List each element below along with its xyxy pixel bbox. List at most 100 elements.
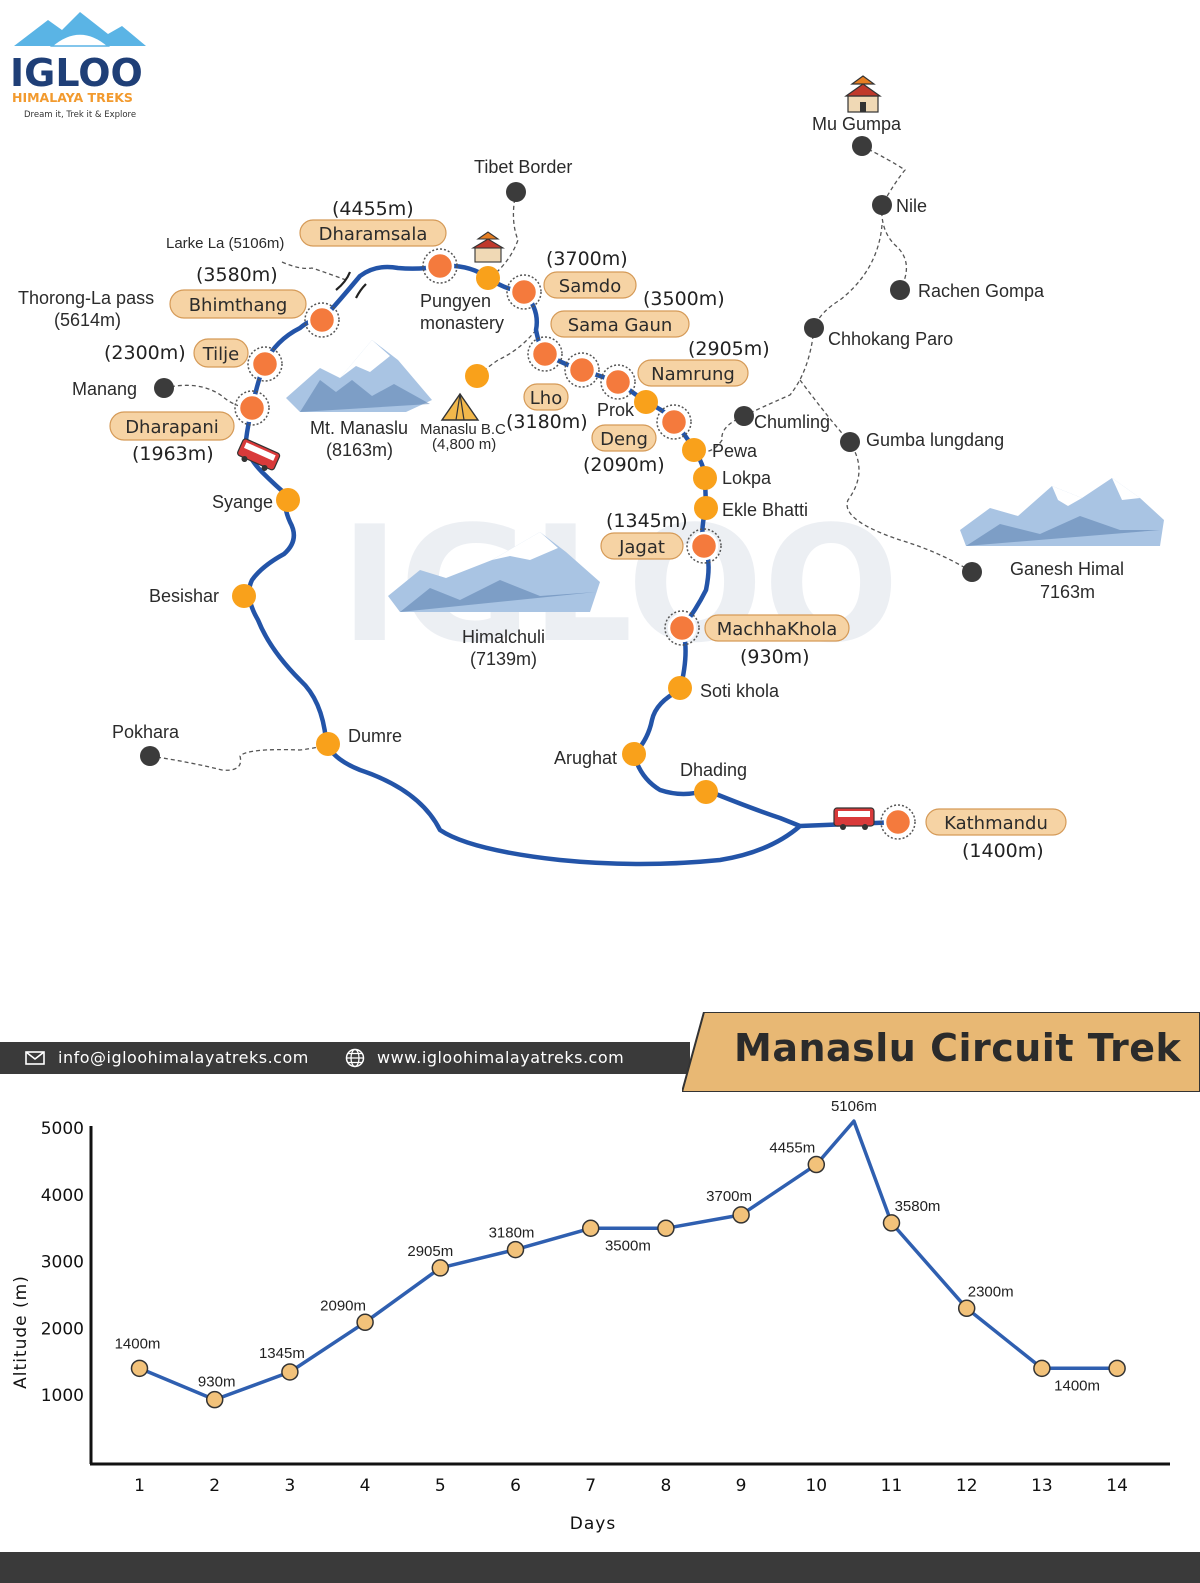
logo-tagline: Dream it, Trek it & Explore — [24, 110, 136, 120]
altitude-point-label: 3580m — [895, 1198, 941, 1215]
x-tick-label: 14 — [1106, 1476, 1128, 1496]
trail-tibet — [489, 191, 519, 279]
label-manang: Manang — [72, 379, 137, 399]
trail-chhokang — [813, 224, 883, 329]
altitude-point[interactable] — [882, 1214, 901, 1232]
stop-chhokang-paro[interactable] — [804, 318, 824, 338]
stop-ekle-bhatti[interactable] — [694, 496, 718, 520]
stop-pungyen[interactable] — [476, 266, 500, 290]
stop-syange[interactable] — [276, 488, 300, 512]
stop-lokpa[interactable] — [693, 466, 717, 490]
altitude-point[interactable] — [1033, 1359, 1051, 1378]
label-mt-manaslu-alt: (8163m) — [326, 440, 393, 460]
stop-dhading[interactable] — [694, 780, 718, 804]
stop-pewa[interactable] — [682, 438, 706, 462]
tent-icon — [440, 392, 480, 421]
y-axis-label: Altitude (m) — [11, 1275, 31, 1389]
altitude-point[interactable] — [581, 1219, 600, 1237]
stop-jagat[interactable] — [686, 528, 722, 564]
x-tick-label: 13 — [1031, 1476, 1053, 1496]
stop-bhimthang[interactable] — [304, 302, 340, 338]
altitude-point[interactable] — [807, 1155, 826, 1174]
altitude-point[interactable] — [506, 1240, 525, 1259]
altitude-point-label: 1400m — [115, 1335, 161, 1352]
altitude-point[interactable] — [281, 1363, 299, 1381]
website-link[interactable]: www.igloohimalayatreks.com — [377, 1048, 625, 1067]
svg-text:Samdo: Samdo — [559, 276, 621, 297]
label-nile: Nile — [896, 196, 927, 216]
stop-tilje[interactable] — [247, 346, 283, 382]
altitude-point[interactable] — [356, 1313, 374, 1332]
stop-manang[interactable] — [154, 378, 174, 398]
logo-text: IGLOO — [10, 51, 143, 95]
y-tick-label: 2000 — [41, 1319, 84, 1339]
altitude-point[interactable] — [431, 1259, 450, 1277]
altitude-point[interactable] — [1108, 1359, 1126, 1378]
x-tick-label: 7 — [585, 1476, 596, 1496]
altitude-point[interactable] — [657, 1219, 675, 1237]
trail-chumling — [743, 327, 815, 417]
stop-base-camp[interactable] — [465, 364, 489, 388]
label-ganesh-himal-alt: 7163m — [1040, 582, 1095, 602]
altitude-point[interactable] — [732, 1206, 750, 1224]
pass-icon — [335, 271, 367, 299]
stop-besishar[interactable] — [232, 584, 256, 608]
trek-route — [243, 263, 901, 867]
stop-nile[interactable] — [872, 195, 892, 215]
stop-arughat[interactable] — [622, 742, 646, 766]
x-tick-label: 11 — [881, 1476, 903, 1496]
stop-namrung[interactable] — [600, 364, 636, 400]
tag-dharapani: Dharapani — [109, 411, 235, 441]
stop-prok[interactable] — [634, 390, 658, 414]
altitude-points — [130, 1155, 1126, 1409]
tag-deng: Deng — [591, 424, 657, 452]
stop-chumling[interactable] — [734, 406, 754, 426]
trail-base-camp — [476, 329, 537, 377]
label-manaslu-bc-alt: (4,800 m) — [432, 436, 496, 453]
tag-machhakhola: MachhaKhola — [704, 614, 850, 642]
label-syange: Syange — [212, 492, 273, 512]
label-rachen-gompa: Rachen Gompa — [918, 281, 1045, 301]
stop-dharamsala[interactable] — [422, 248, 458, 284]
stop-sama-gaun[interactable] — [527, 336, 563, 372]
label-pungyen-2: monastery — [420, 313, 504, 333]
label-arughat: Arughat — [554, 748, 617, 768]
altitude-point-label: 4455m — [769, 1140, 815, 1157]
altitude-point[interactable] — [957, 1299, 976, 1318]
alt-namrung: (2905m) — [688, 338, 770, 360]
stop-ganesh-himal[interactable] — [962, 562, 982, 582]
stop-deng[interactable] — [656, 404, 692, 440]
stop-rachen-gompa[interactable] — [890, 280, 910, 300]
altitude-point-label: 3500m — [605, 1237, 651, 1254]
monastery-icon — [844, 75, 882, 113]
tag-bhimthang: Bhimthang — [169, 289, 307, 319]
stop-pokhara[interactable] — [140, 746, 160, 766]
alt-sama-gaun: (3500m) — [643, 288, 725, 310]
logo-mountain-icon — [14, 12, 146, 46]
stop-gumba-lungdang[interactable] — [840, 432, 860, 452]
stop-mu-gumpa[interactable] — [852, 136, 872, 156]
altitude-point[interactable] — [205, 1390, 224, 1409]
altitude-point[interactable] — [130, 1359, 149, 1378]
x-tick-label: 10 — [805, 1476, 827, 1496]
stop-samdo[interactable] — [506, 274, 542, 310]
altitude-point-label: 2905m — [407, 1243, 453, 1260]
label-chumling: Chumling — [754, 412, 830, 432]
altitude-point-label: 1400m — [1054, 1377, 1100, 1394]
x-tick-label: 9 — [736, 1476, 747, 1496]
stop-kathmandu[interactable] — [880, 804, 916, 840]
trail-chumling-link — [704, 415, 745, 453]
stop-dharapani[interactable] — [234, 390, 270, 426]
tag-tilje: Tilje — [193, 338, 249, 368]
email-link[interactable]: info@igloohimalayatreks.com — [58, 1048, 309, 1067]
stop-lho[interactable] — [564, 352, 600, 388]
y-tick-label: 5000 — [41, 1119, 84, 1139]
footer-bar — [0, 1552, 1200, 1583]
stop-tibet-border[interactable] — [506, 182, 526, 202]
stop-machhakhola[interactable] — [664, 610, 700, 646]
svg-text:Namrung: Namrung — [651, 364, 735, 385]
trail-pokhara — [149, 743, 329, 771]
stop-soti-khola[interactable] — [668, 676, 692, 700]
stop-dumre[interactable] — [316, 732, 340, 756]
